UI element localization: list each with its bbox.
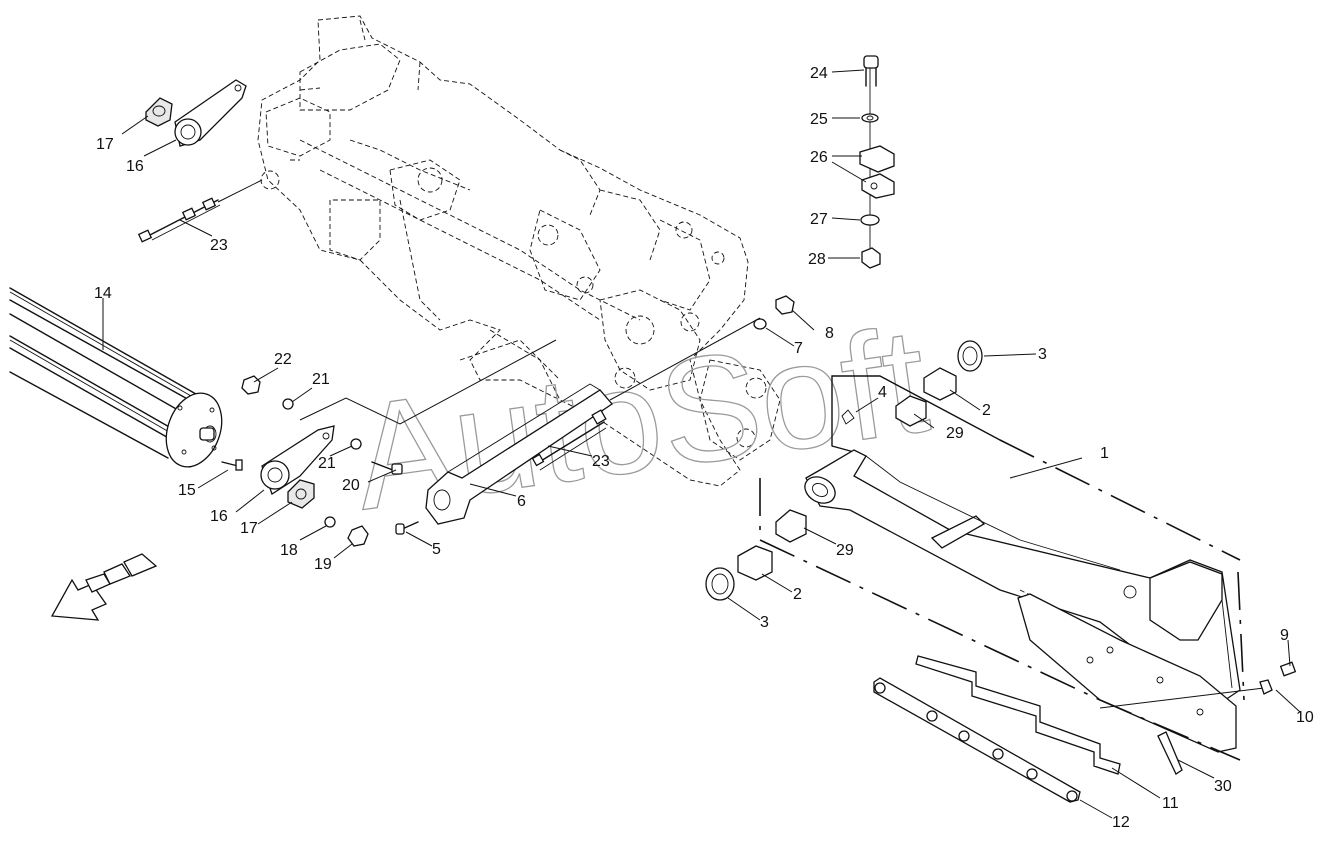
- travel-direction-arrow-icon: [50, 553, 158, 621]
- callout-8: 8: [825, 325, 834, 342]
- callout-2: 2: [982, 402, 991, 419]
- callout-16: 16: [210, 508, 228, 525]
- callout-3: 3: [1038, 346, 1047, 363]
- guards-11-12-30: [873, 655, 1297, 803]
- bushings-2-3-29: [705, 340, 983, 601]
- callout-27: 27: [810, 211, 828, 228]
- callout-12: 12: [1112, 814, 1130, 831]
- callout-25: 25: [810, 111, 828, 128]
- callout-14: 14: [94, 285, 112, 302]
- part-16-17-upper-bearing: [145, 79, 247, 147]
- part-23-upper-threaded-rod: [137, 179, 263, 243]
- callout-11: 11: [1162, 795, 1179, 812]
- callout-21: 21: [318, 455, 336, 472]
- callout-28: 28: [808, 251, 826, 268]
- callout-29: 29: [946, 425, 964, 442]
- callout-29: 29: [836, 542, 854, 559]
- callout-22: 22: [274, 351, 292, 368]
- callout-6: 6: [517, 493, 526, 510]
- part-7-8-nut-washer: [753, 295, 795, 330]
- frame-chassis: [257, 15, 781, 487]
- callout-18: 18: [280, 542, 298, 559]
- callout-10: 10: [1296, 709, 1314, 726]
- callout-labels: 1 2 2 3 3 4 5 6 7 8 9 10 11 12 14 15 16 …: [94, 65, 1314, 831]
- callout-17: 17: [96, 136, 114, 153]
- callout-19: 19: [314, 556, 332, 573]
- callout-21: 21: [312, 371, 330, 388]
- callout-2: 2: [793, 586, 802, 603]
- callout-4: 4: [878, 384, 887, 401]
- callout-30: 30: [1214, 778, 1232, 795]
- callout-24: 24: [810, 65, 828, 82]
- callout-5: 5: [432, 541, 441, 558]
- callout-16: 16: [126, 158, 144, 175]
- callout-9: 9: [1280, 627, 1289, 644]
- part-6-support-arm: [395, 317, 761, 535]
- callout-20: 20: [342, 477, 360, 494]
- callout-23: 23: [592, 453, 610, 470]
- callout-17: 17: [240, 520, 258, 537]
- callout-15: 15: [178, 482, 196, 499]
- leader-lines: [102, 69, 1301, 819]
- callout-3: 3: [760, 614, 769, 631]
- callout-26: 26: [810, 149, 828, 166]
- part-1-swing-arm: [759, 375, 1245, 761]
- lower-bearing-assembly: [221, 339, 557, 547]
- part-14-auger-tube: [9, 287, 223, 468]
- callout-7: 7: [794, 340, 803, 357]
- callout-1: 1: [1100, 445, 1109, 462]
- callout-23: 23: [210, 237, 228, 254]
- hardware-stack-24-28: [859, 55, 895, 269]
